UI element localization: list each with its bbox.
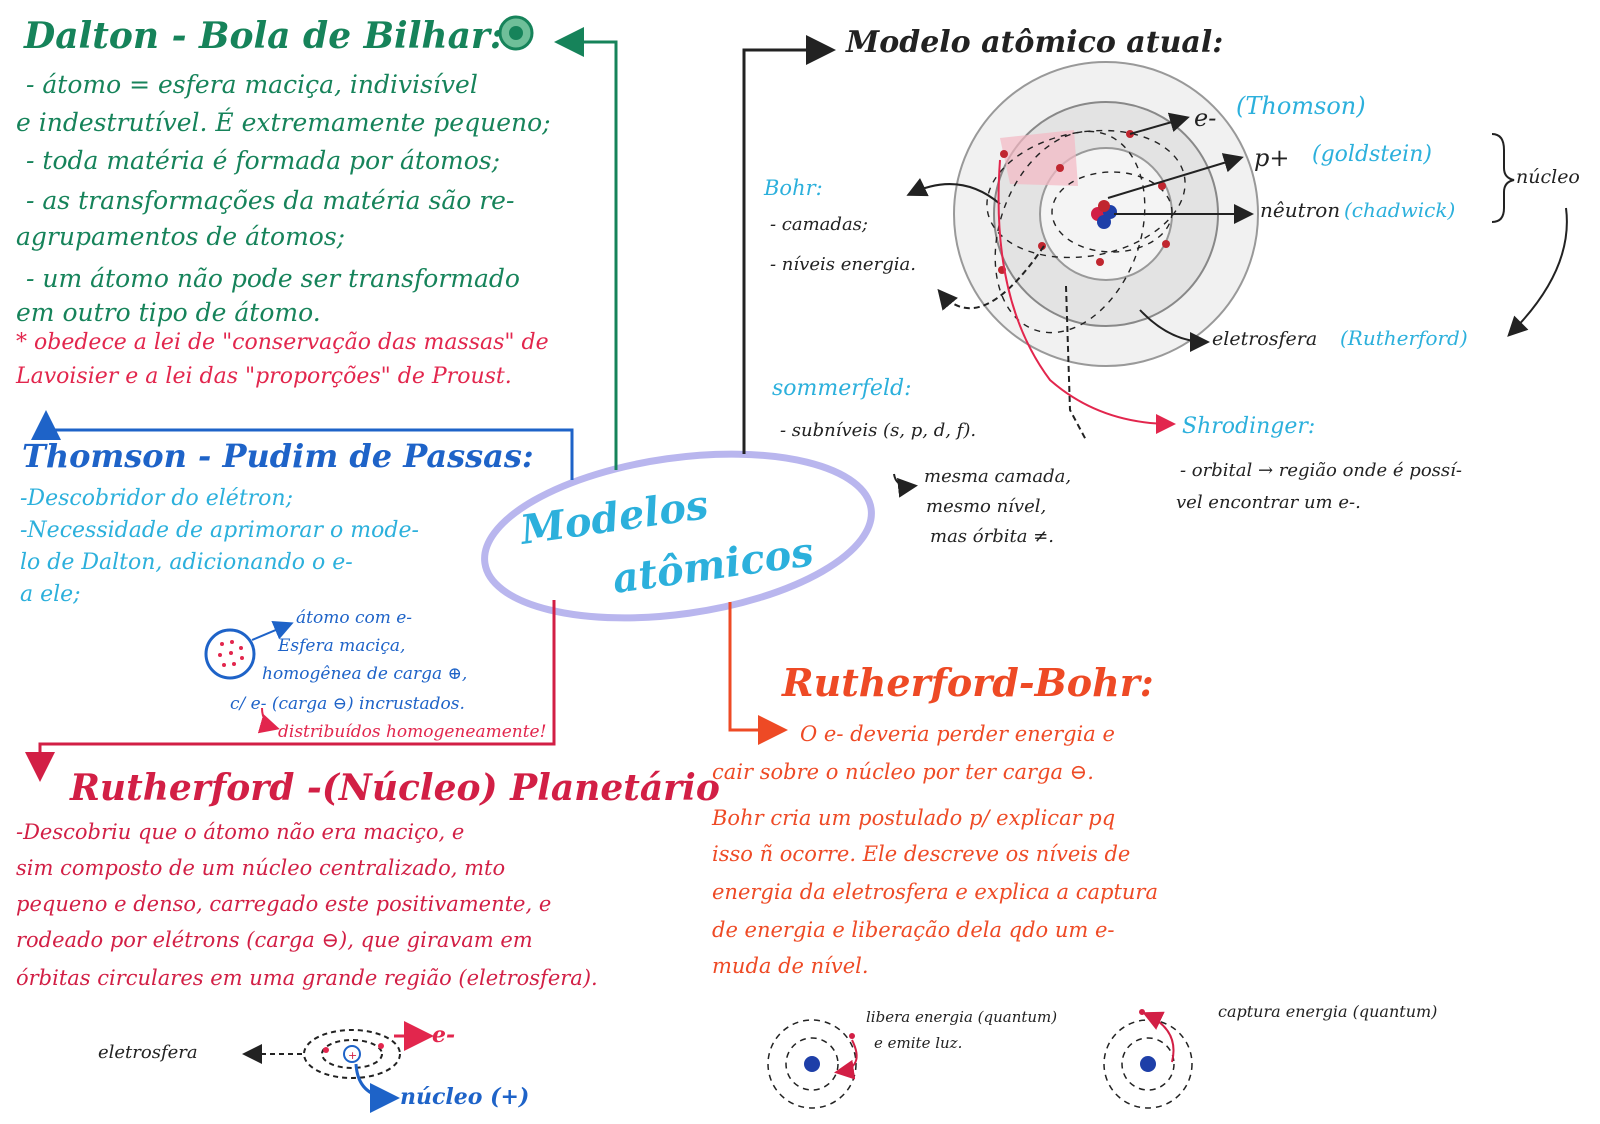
rutherford-bohr-line: O e- deveria perder energia e xyxy=(800,722,1115,746)
neutron-label: nêutron xyxy=(1260,198,1341,222)
eletrosfera-label: eletrosfera xyxy=(1212,328,1318,350)
rutherford-line: rodeado por elétrons (carga ⊖), que gira… xyxy=(16,928,533,952)
electron-label: e- xyxy=(1194,104,1217,132)
rutherford-bohr-line: energia da eletrosfera e explica a captu… xyxy=(712,880,1158,904)
rutherford-bohr-line: muda de nível. xyxy=(712,954,869,978)
thomson-atom-drawing xyxy=(204,620,294,734)
rutherford-credit: (Rutherford) xyxy=(1340,326,1468,350)
rutherford-bohr-line: isso ñ ocorre. Ele descreve os níveis de xyxy=(712,842,1131,866)
thomson-line: lo de Dalton, adicionando o e- xyxy=(20,550,353,575)
thomson-credit: (Thomson) xyxy=(1236,92,1366,120)
thomson-line: -Necessidade de aprimorar o mode- xyxy=(20,518,419,543)
modern-atom-drawing xyxy=(893,61,1568,498)
thomson-title: Thomson - Pudim de Passas: xyxy=(22,437,534,475)
sommerfeld-sub: mas órbita ≠. xyxy=(930,526,1054,547)
dalton-line: - toda matéria é formada por átomos; xyxy=(26,146,501,175)
schrodinger-line: vel encontrar um e-. xyxy=(1176,492,1361,513)
bohr-capture-drawing xyxy=(1103,1009,1193,1109)
rutherford-bohr-line: cair sobre o núcleo por ter carga ⊖. xyxy=(712,760,1094,784)
proton-label: p+ xyxy=(1254,144,1290,172)
rutherford-line: pequeno e denso, carregado este positiva… xyxy=(16,892,552,916)
rutherford-bohr-line: Bohr cria um postulado p/ explicar pq xyxy=(712,806,1116,830)
center-oval xyxy=(481,450,875,622)
sommerfeld-title: sommerfeld: xyxy=(772,376,912,401)
lavoisier-note: * obedece a lei de "conservação das mass… xyxy=(16,330,549,355)
sommerfeld-line: - subníveis (s, p, d, f). xyxy=(780,420,977,441)
thomson-line: -Descobridor do elétron; xyxy=(20,486,294,511)
emite-luz-label: e emite luz. xyxy=(874,1034,963,1052)
captura-energia-label: captura energia (quantum) xyxy=(1218,1002,1438,1021)
connector-thomson xyxy=(31,410,574,480)
thomson-diagram-label: c/ e- (carga ⊖) incrustados. xyxy=(230,694,465,714)
rutherford-line: sim composto de um núcleo centralizado, … xyxy=(16,856,506,880)
thomson-diagram-label: distribuídos homogeneamente! xyxy=(278,722,547,742)
thomson-diagram-label: homogênea de carga ⊕, xyxy=(262,664,468,684)
rutherford-line: -Descobriu que o átomo não era maciço, e xyxy=(16,820,465,844)
schrodinger-title: Shrodinger: xyxy=(1182,414,1316,439)
dalton-title: Dalton - Bola de Bilhar: xyxy=(24,15,504,57)
libera-energia-label: libera energia (quantum) xyxy=(866,1008,1058,1026)
nucleus xyxy=(1091,200,1117,229)
bohr-line: - níveis energia. xyxy=(770,254,916,275)
bohr-line: - camadas; xyxy=(770,214,868,235)
schrodinger-line: - orbital → região onde é possí- xyxy=(1180,460,1462,481)
chadwick-credit: (chadwick) xyxy=(1344,198,1456,222)
dalton-line: agrupamentos de átomos; xyxy=(16,222,346,251)
sommerfeld-sub: mesma camada, xyxy=(924,466,1072,487)
thomson-diagram-label: átomo com e- xyxy=(296,608,413,628)
rutherford-atom-drawing: + xyxy=(242,1021,434,1113)
rutherford-line: órbitas circulares em uma grande região … xyxy=(16,966,598,990)
thomson-line: a ele; xyxy=(20,582,81,607)
dalton-line: - um átomo não pode ser transformado xyxy=(26,264,520,293)
dalton-line: em outro tipo de átomo. xyxy=(16,298,321,327)
svg-text:+: + xyxy=(348,1049,357,1062)
modelo-atual-title: Modelo atômico atual: xyxy=(846,25,1224,60)
rutherford-bohr-line: de energia e liberação dela qdo um e- xyxy=(712,918,1115,942)
goldstein-credit: (goldstein) xyxy=(1312,142,1432,167)
rutherford-bohr-title: Rutherford-Bohr: xyxy=(782,660,1154,705)
dalton-line: e indestrutível. É extremamente pequeno; xyxy=(16,108,551,137)
dalton-line: - as transformações da matéria são re- xyxy=(26,186,515,215)
billiard-ball-icon xyxy=(498,15,534,51)
connector-rutherford-bohr xyxy=(728,602,788,745)
connector-rutherford xyxy=(25,600,556,782)
rutherford-title: Rutherford -(Núcleo) Planetário xyxy=(70,767,720,809)
bohr-title: Bohr: xyxy=(764,176,823,200)
bohr-release-drawing xyxy=(767,1019,858,1109)
connector-dalton xyxy=(554,27,618,470)
rutherford-electron-label: e- xyxy=(432,1022,456,1048)
lavoisier-note: Lavoisier e a lei das "proporções" de Pr… xyxy=(16,364,512,389)
rutherford-nucleus-label: núcleo (+) xyxy=(400,1084,530,1110)
connector-atual xyxy=(742,35,836,454)
rutherford-eletrosfera-label: eletrosfera xyxy=(98,1042,198,1063)
thomson-diagram-label: Esfera maciça, xyxy=(278,636,406,656)
dalton-line: - átomo = esfera maciça, indivisível xyxy=(26,70,478,99)
sommerfeld-sub: mesmo nível, xyxy=(926,496,1047,517)
nucleo-label: núcleo xyxy=(1516,166,1580,188)
